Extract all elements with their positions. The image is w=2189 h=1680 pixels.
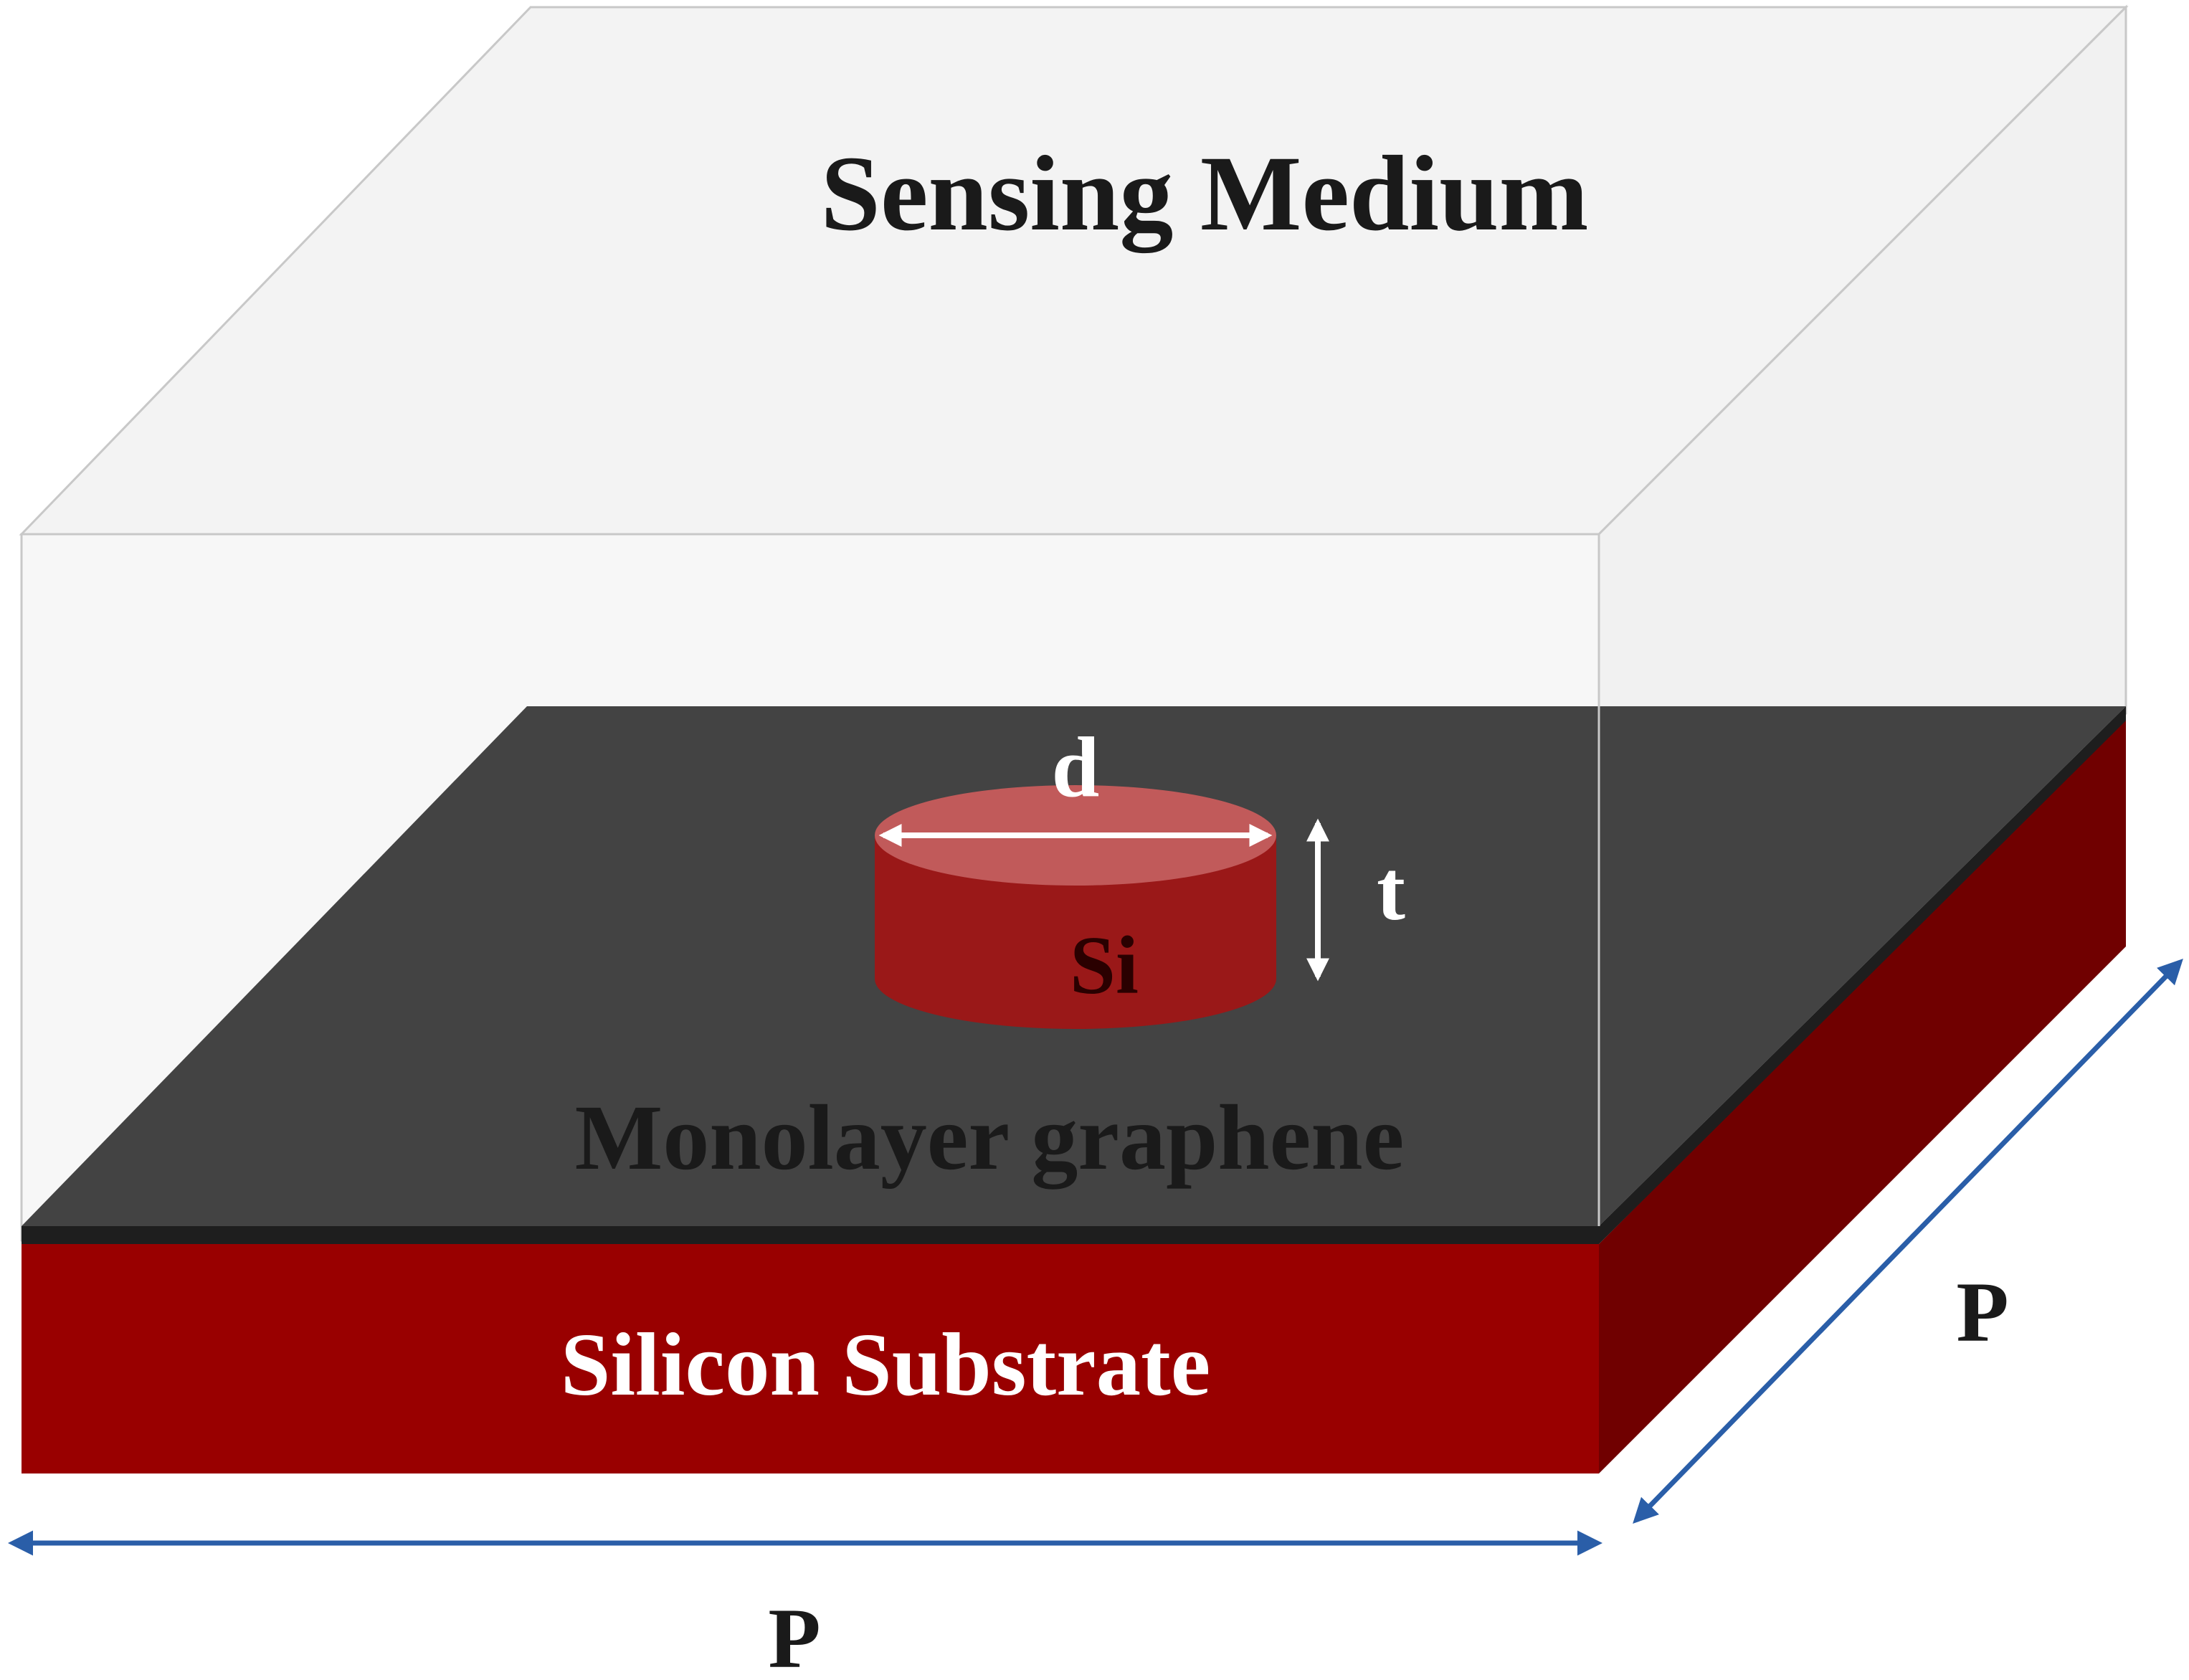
- period-side-label: P: [1956, 1264, 2008, 1359]
- period-front-label: P: [768, 1590, 820, 1680]
- thickness-label: t: [1377, 843, 1405, 938]
- graphene-label: Monolayer graphene: [575, 1086, 1405, 1190]
- graphene-front-edge: [22, 1226, 1599, 1244]
- resonator-label: Si: [1070, 920, 1139, 1011]
- sensing-medium-label: Sensing Medium: [820, 134, 1588, 253]
- substrate-label: Silicon Substrate: [561, 1316, 1210, 1415]
- sensing-medium-edges: [1597, 7, 2127, 1226]
- disk-side-wall: [875, 835, 1276, 1029]
- substrate-front-face: [22, 1244, 1599, 1473]
- diameter-label: d: [1052, 719, 1100, 815]
- period-side-arrow: [1633, 958, 2183, 1524]
